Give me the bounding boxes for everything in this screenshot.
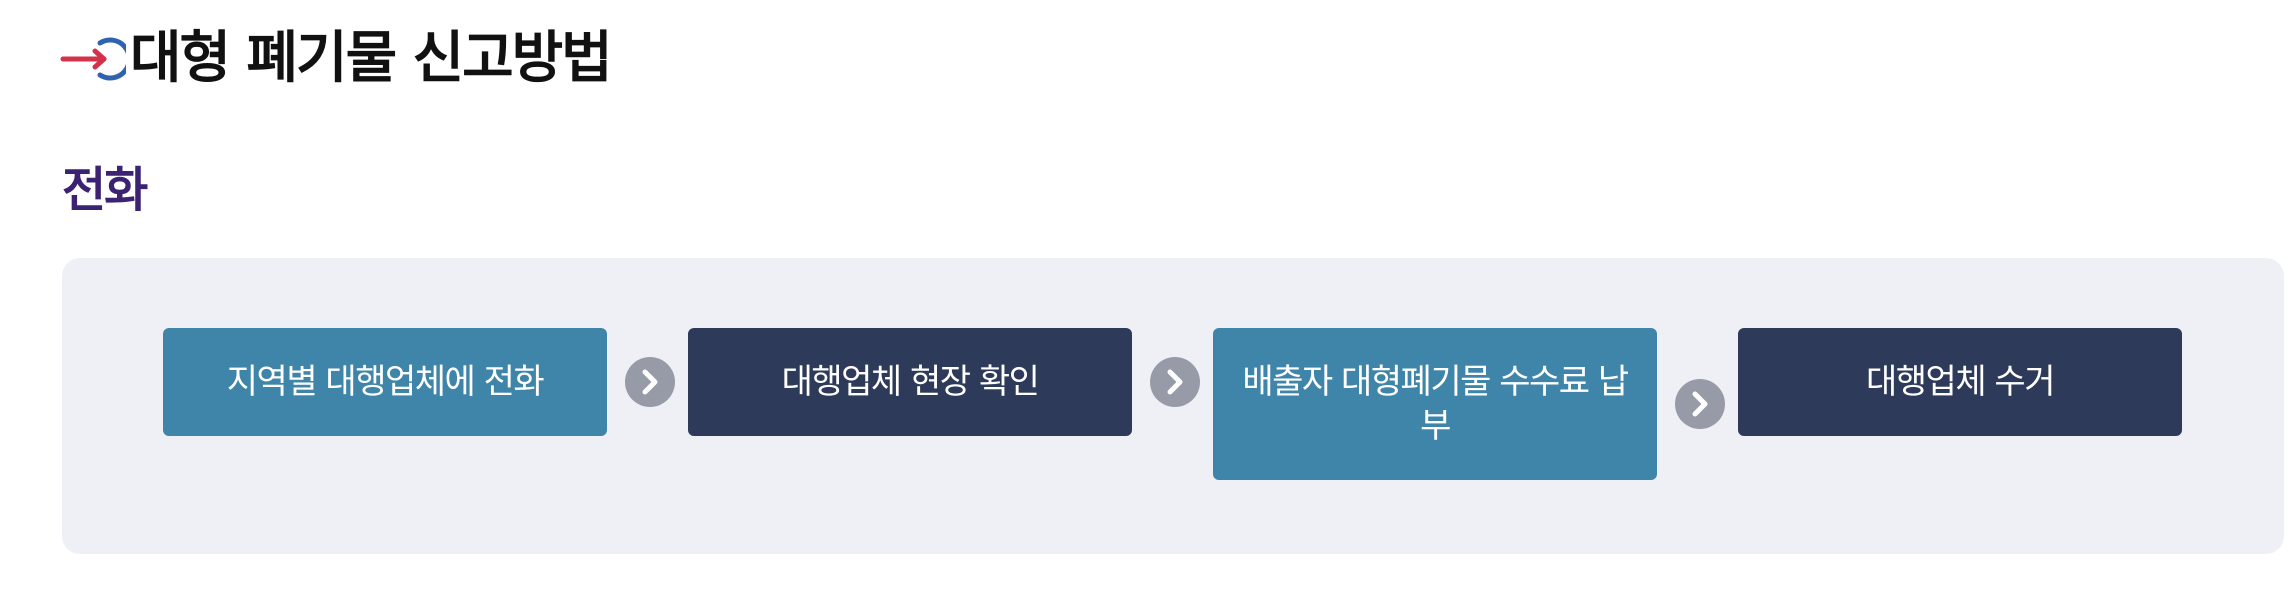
chevron-right-icon — [1675, 379, 1725, 429]
step-2-label: 대행업체 현장 확인 — [781, 362, 1040, 402]
chevron-right-icon — [625, 357, 675, 407]
page-title: 대형 폐기물 신고방법 — [130, 26, 613, 91]
arrow-into-circle-icon — [60, 31, 132, 87]
step-1-label: 지역별 대행업체에 전화 — [226, 362, 545, 402]
step-2: 대행업체 현장 확인 — [688, 328, 1132, 436]
step-3-label: 배출자 대형폐기물 수수료 납부 — [1242, 362, 1629, 446]
section-title: 전화 — [62, 162, 148, 218]
process-panel: 지역별 대행업체에 전화 대행업체 현장 확인 배출자 대형폐기물 수수료 납부… — [62, 258, 2284, 554]
step-4-label: 대행업체 수거 — [1866, 362, 2056, 402]
step-4: 대행업체 수거 — [1738, 328, 2182, 436]
step-1: 지역별 대행업체에 전화 — [163, 328, 607, 436]
title-row: 대형 폐기물 신고방법 — [60, 24, 613, 94]
chevron-right-icon — [1150, 357, 1200, 407]
step-3: 배출자 대형폐기물 수수료 납부 — [1213, 328, 1657, 480]
